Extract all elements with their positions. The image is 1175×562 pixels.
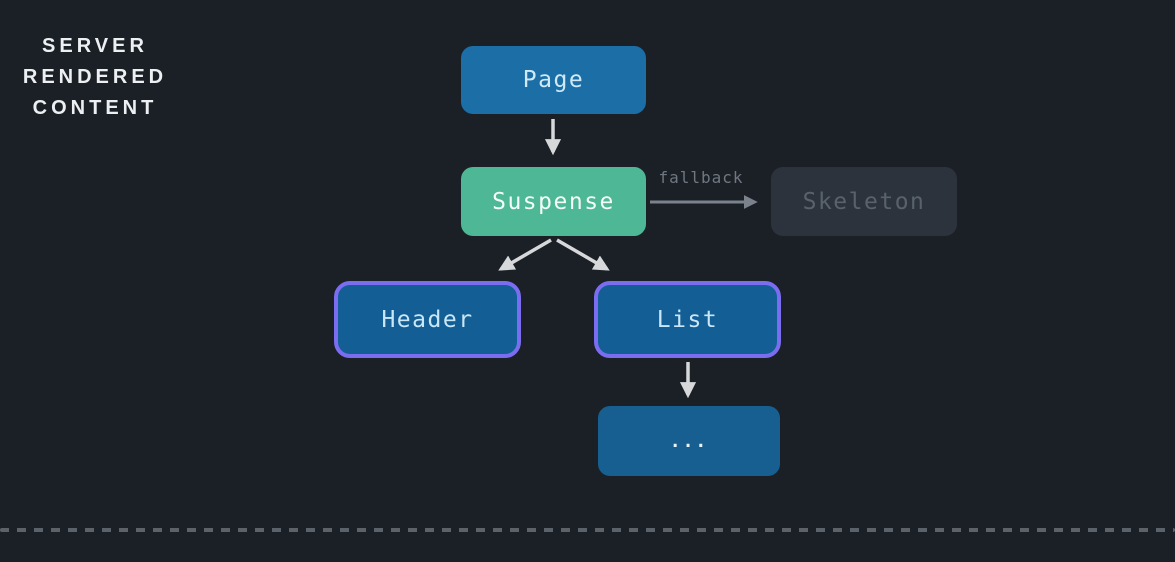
node-list-label: List — [656, 306, 719, 333]
edge-suspense-to-header — [498, 238, 552, 271]
node-list: List — [594, 281, 781, 358]
node-page: Page — [461, 46, 646, 114]
edge-label-fallback: fallback — [658, 168, 744, 187]
node-skeleton: Skeleton — [771, 167, 957, 236]
title-line-2: RENDERED — [22, 66, 168, 88]
node-children-placeholder-label: ... — [669, 430, 709, 452]
node-suspense-label: Suspense — [492, 188, 615, 215]
node-page-label: Page — [522, 67, 585, 93]
node-suspense: Suspense — [461, 167, 646, 236]
edge-suspense-to-list — [556, 238, 610, 271]
title-line-1: SERVER — [42, 35, 148, 57]
dashed-divider — [0, 528, 1175, 532]
node-header: Header — [334, 281, 521, 358]
node-skeleton-label: Skeleton — [802, 188, 926, 215]
title-line-3: CONTENT — [32, 97, 158, 119]
section-title: SERVER RENDERED CONTENT — [14, 31, 176, 124]
node-children-placeholder: ... — [598, 406, 780, 476]
node-header-label: Header — [381, 306, 474, 333]
